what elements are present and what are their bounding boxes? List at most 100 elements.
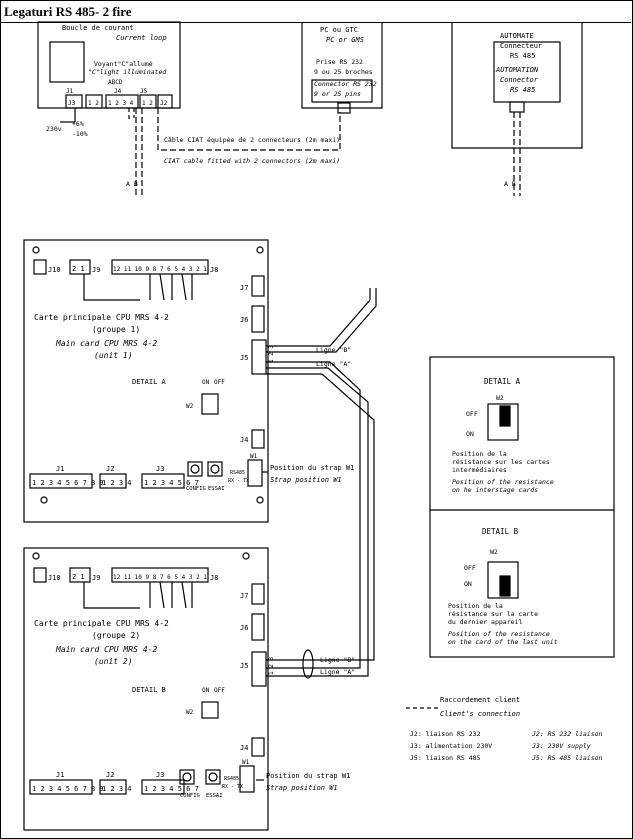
cl-j1-pins: 1 2 — [88, 100, 99, 107]
b2-j5: J5 — [240, 662, 248, 670]
b2-essai: ESSAI — [206, 793, 223, 799]
b2-j8: J8 — [210, 574, 218, 582]
auto-line4: AUTOMATION — [495, 66, 539, 74]
b1-rx: RX - TX — [228, 478, 249, 484]
pc-line2: PC or GMS — [326, 36, 364, 44]
b2-strap-fr: Position du strap W1 — [266, 772, 350, 780]
legend-r3c2: J5: RS 485 liaison — [531, 754, 603, 762]
pc-prise: Prise RS 232 — [316, 58, 363, 66]
board-2 — [23, 547, 269, 831]
auto-line1: AUTOMATE — [500, 32, 534, 40]
b2-detail: DETAIL B — [132, 686, 166, 694]
detail-a-fr2: résistance sur les cartes — [452, 458, 550, 466]
b2-j5-pins: 1 2 3 — [268, 657, 275, 675]
b2-off: OFF — [214, 687, 225, 694]
cl-light: "C"light illuminated — [88, 68, 166, 76]
b2-j3: J3 — [156, 771, 164, 779]
b1-on: ON — [202, 379, 210, 386]
auto-ab: A B — [504, 180, 516, 188]
pc-broches: 9 ou 25 broches — [314, 68, 373, 76]
b1-j7: J7 — [240, 284, 248, 292]
cl-j1: J1 — [66, 88, 74, 95]
b1-j2-pins: 1 2 3 4 — [102, 479, 132, 487]
b2-strap-en: Strap position W1 — [266, 784, 338, 792]
page-title: Legaturi RS 485- 2 fire — [4, 4, 132, 19]
b2-rx: RX - TX — [222, 784, 243, 790]
b1-ligne-a: Ligne "A" — [316, 360, 351, 368]
b1-j9-pins: 2 1 — [72, 265, 85, 273]
b2-config: CONFIG — [180, 793, 200, 799]
b1-j6: J6 — [240, 316, 248, 324]
cl-v2: 230v — [46, 125, 62, 133]
legend-r3c1: J5: liaison RS 485 — [410, 754, 481, 762]
detail-a-en2: on he interstage cards — [452, 486, 538, 494]
j5-terminal — [139, 94, 157, 109]
j2-terminal — [157, 94, 173, 109]
cl-j2: J2 — [160, 100, 168, 107]
pc-conn: Connector RS 232 — [314, 80, 377, 88]
b2-j2-pins: 1 2 3 4 — [102, 785, 132, 793]
j4-terminal — [105, 94, 139, 109]
board-1 — [23, 239, 269, 523]
detail-b-off: OFF — [464, 564, 476, 572]
detail-b-en1: Position of the resistance — [448, 630, 550, 638]
b1-j5-pins: 1 2 3 — [268, 345, 275, 363]
b1-strap-fr: Position du strap W1 — [270, 464, 354, 472]
b2-fr1: Carte principale CPU MRS 4-2 — [34, 619, 169, 628]
current-loop-display — [49, 41, 85, 83]
b2-en2: (unit 2) — [94, 657, 133, 666]
b1-w1: W1 — [250, 453, 258, 460]
b1-detail: DETAIL A — [132, 378, 167, 386]
b2-j8-pins: 12 11 10 9 8 7 6 5 4 3 2 1 — [113, 574, 207, 581]
cable-fr: Câble CIAT équipée de 2 connecteurs (2m … — [164, 136, 340, 144]
cl-line1: Boucle de courant — [62, 24, 134, 32]
cl-j5-pins: 1 2 — [142, 100, 153, 107]
cl-j3: J3 — [68, 100, 76, 107]
cl-j4-pins: 1 2 3 4 — [108, 100, 134, 107]
cl-j5: J5 — [140, 88, 148, 95]
b1-j3: J3 — [156, 465, 164, 473]
legend-en: Client's connection — [440, 710, 520, 718]
detail-a-off: OFF — [466, 410, 478, 418]
b1-j8: J8 — [210, 266, 218, 274]
detail-b-fr1: Position de la — [448, 602, 503, 610]
detail-panel — [429, 356, 615, 658]
b2-ligne-b: Ligne "B" — [320, 656, 355, 664]
b2-w2: W2 — [186, 709, 194, 716]
detail-a-w2: W2 — [496, 394, 504, 402]
b2-j3-pins: 1 2 3 4 5 6 7 — [144, 785, 199, 793]
auto-line5: Connector — [500, 76, 539, 84]
b1-j3-pins: 1 2 3 4 5 6 7 — [144, 479, 199, 487]
legend-r2c2: J3: 230V supply — [531, 742, 591, 750]
detail-b-fr3: du dernier appareil — [448, 618, 522, 626]
detail-a-fr1: Position de la — [452, 450, 507, 458]
detail-b-on: ON — [464, 580, 472, 588]
detail-b-title: DETAIL B — [482, 527, 519, 536]
pc-pins: 9 or 25 pins — [314, 90, 361, 98]
legend-r1c1: J2: liaison RS 232 — [410, 730, 481, 738]
b1-j8-pins: 12 11 10 9 8 7 6 5 4 3 2 1 — [113, 266, 207, 273]
cl-line2: Current loop — [116, 34, 167, 42]
b2-j1: J1 — [56, 771, 64, 779]
b1-off: OFF — [214, 379, 225, 386]
b1-w2: W2 — [186, 403, 194, 410]
automate-connector — [493, 41, 561, 103]
b2-j9: J9 — [92, 574, 100, 582]
b1-ligne-b: Ligne "B" — [316, 346, 351, 354]
b1-j4: J4 — [240, 436, 248, 444]
b2-ligne-a: Ligne "A" — [320, 668, 355, 676]
detail-a-title: DETAIL A — [484, 377, 521, 386]
title-divider — [0, 22, 631, 23]
j3-terminal — [65, 94, 83, 109]
b1-en2: (unit 1) — [94, 351, 133, 360]
automate-box — [451, 22, 583, 149]
b1-config: CONFIG — [186, 486, 206, 492]
auto-line3: RS 485 — [510, 52, 535, 60]
b1-fr2: (groupe 1) — [92, 325, 140, 334]
b2-j7: J7 — [240, 592, 248, 600]
auto-line2: Connecteur — [500, 42, 542, 50]
b2-j9-pins: 2 1 — [72, 573, 85, 581]
pc-box — [301, 22, 383, 109]
